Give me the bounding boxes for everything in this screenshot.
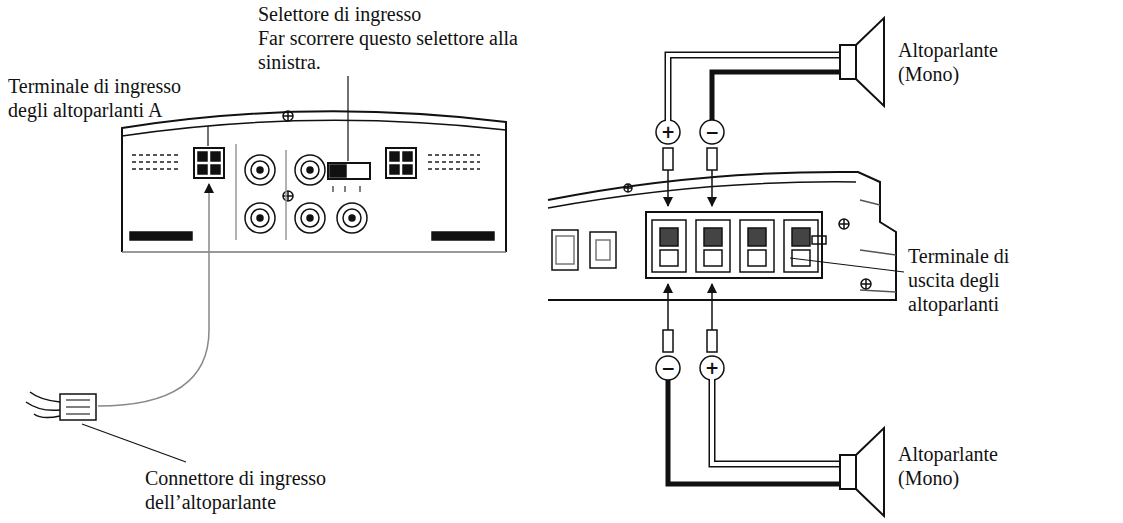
note: Far scorrere questo selettore alla sinis… [258,26,528,74]
leader-lines [82,76,348,462]
part-name: Terminale di uscita degli altoparlanti [908,244,1040,316]
polarity-sign: + [657,121,679,143]
left-amplifier [122,111,506,252]
leader-line [790,258,904,272]
speaker-input-connector [26,184,209,420]
polarity-sign: + [701,357,723,379]
polarity-sign: − [657,357,679,379]
part-name: Altoparlante (Mono) [898,38,1018,86]
polarity-sign: − [701,121,723,143]
part-name: Connettore di ingresso dell’altoparlante [145,466,363,514]
part-name: Terminale di ingresso degli altoparlanti… [8,74,213,122]
right-amplifier [548,172,896,300]
speaker-wires [663,55,840,484]
part-name: Altoparlante (Mono) [898,442,1018,490]
polarity-circles [656,120,724,380]
part-name: Selettore di ingresso [258,2,538,26]
